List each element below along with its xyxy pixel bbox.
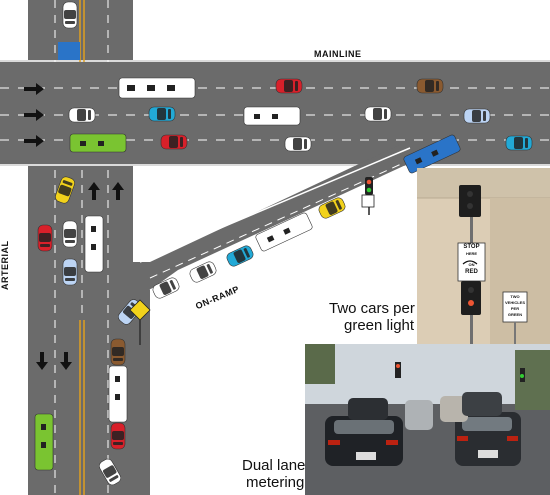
mainline-arrows (24, 83, 44, 147)
dual-lane-caption: Dual lane metering (242, 457, 305, 491)
mainline-label: MAINLINE (314, 49, 362, 59)
ramp-meter-signal (361, 177, 375, 215)
vehicles-sign-line-2: VEHICLES (504, 300, 525, 305)
stop-here-sign: STOP HERE ON RED (458, 244, 485, 275)
two-cars-caption-line-2: green light (344, 317, 415, 334)
mainline-vehicles (58, 1, 533, 153)
photo-signal-pole (417, 168, 550, 344)
two-cars-caption: Two cars per green light (329, 300, 415, 334)
dual-lane-caption-line-1: Dual lane (242, 457, 306, 474)
stop-sign-line-3: ON (468, 262, 475, 267)
arterial-arrows (36, 182, 124, 370)
two-cars-caption-line-1: Two cars per (329, 300, 415, 317)
two-vehicles-sign: TWO VEHICLES PER GREEN (503, 294, 527, 318)
photo-dual-lane-traffic (305, 344, 550, 495)
vehicles-sign-line-4: GREEN (507, 312, 523, 317)
warning-sign (129, 299, 151, 345)
arterial-label: ARTERIAL (0, 240, 10, 291)
dual-lane-caption-line-2: metering (246, 474, 305, 491)
stop-sign-line-1: STOP (463, 244, 480, 250)
vehicles-sign-line-1: TWO (510, 294, 520, 299)
vehicles-sign-line-3: PER (510, 306, 520, 311)
stop-sign-line-2: HERE (465, 250, 478, 256)
on-ramp-road (130, 140, 460, 495)
stop-sign-line-4: RED (465, 268, 478, 275)
